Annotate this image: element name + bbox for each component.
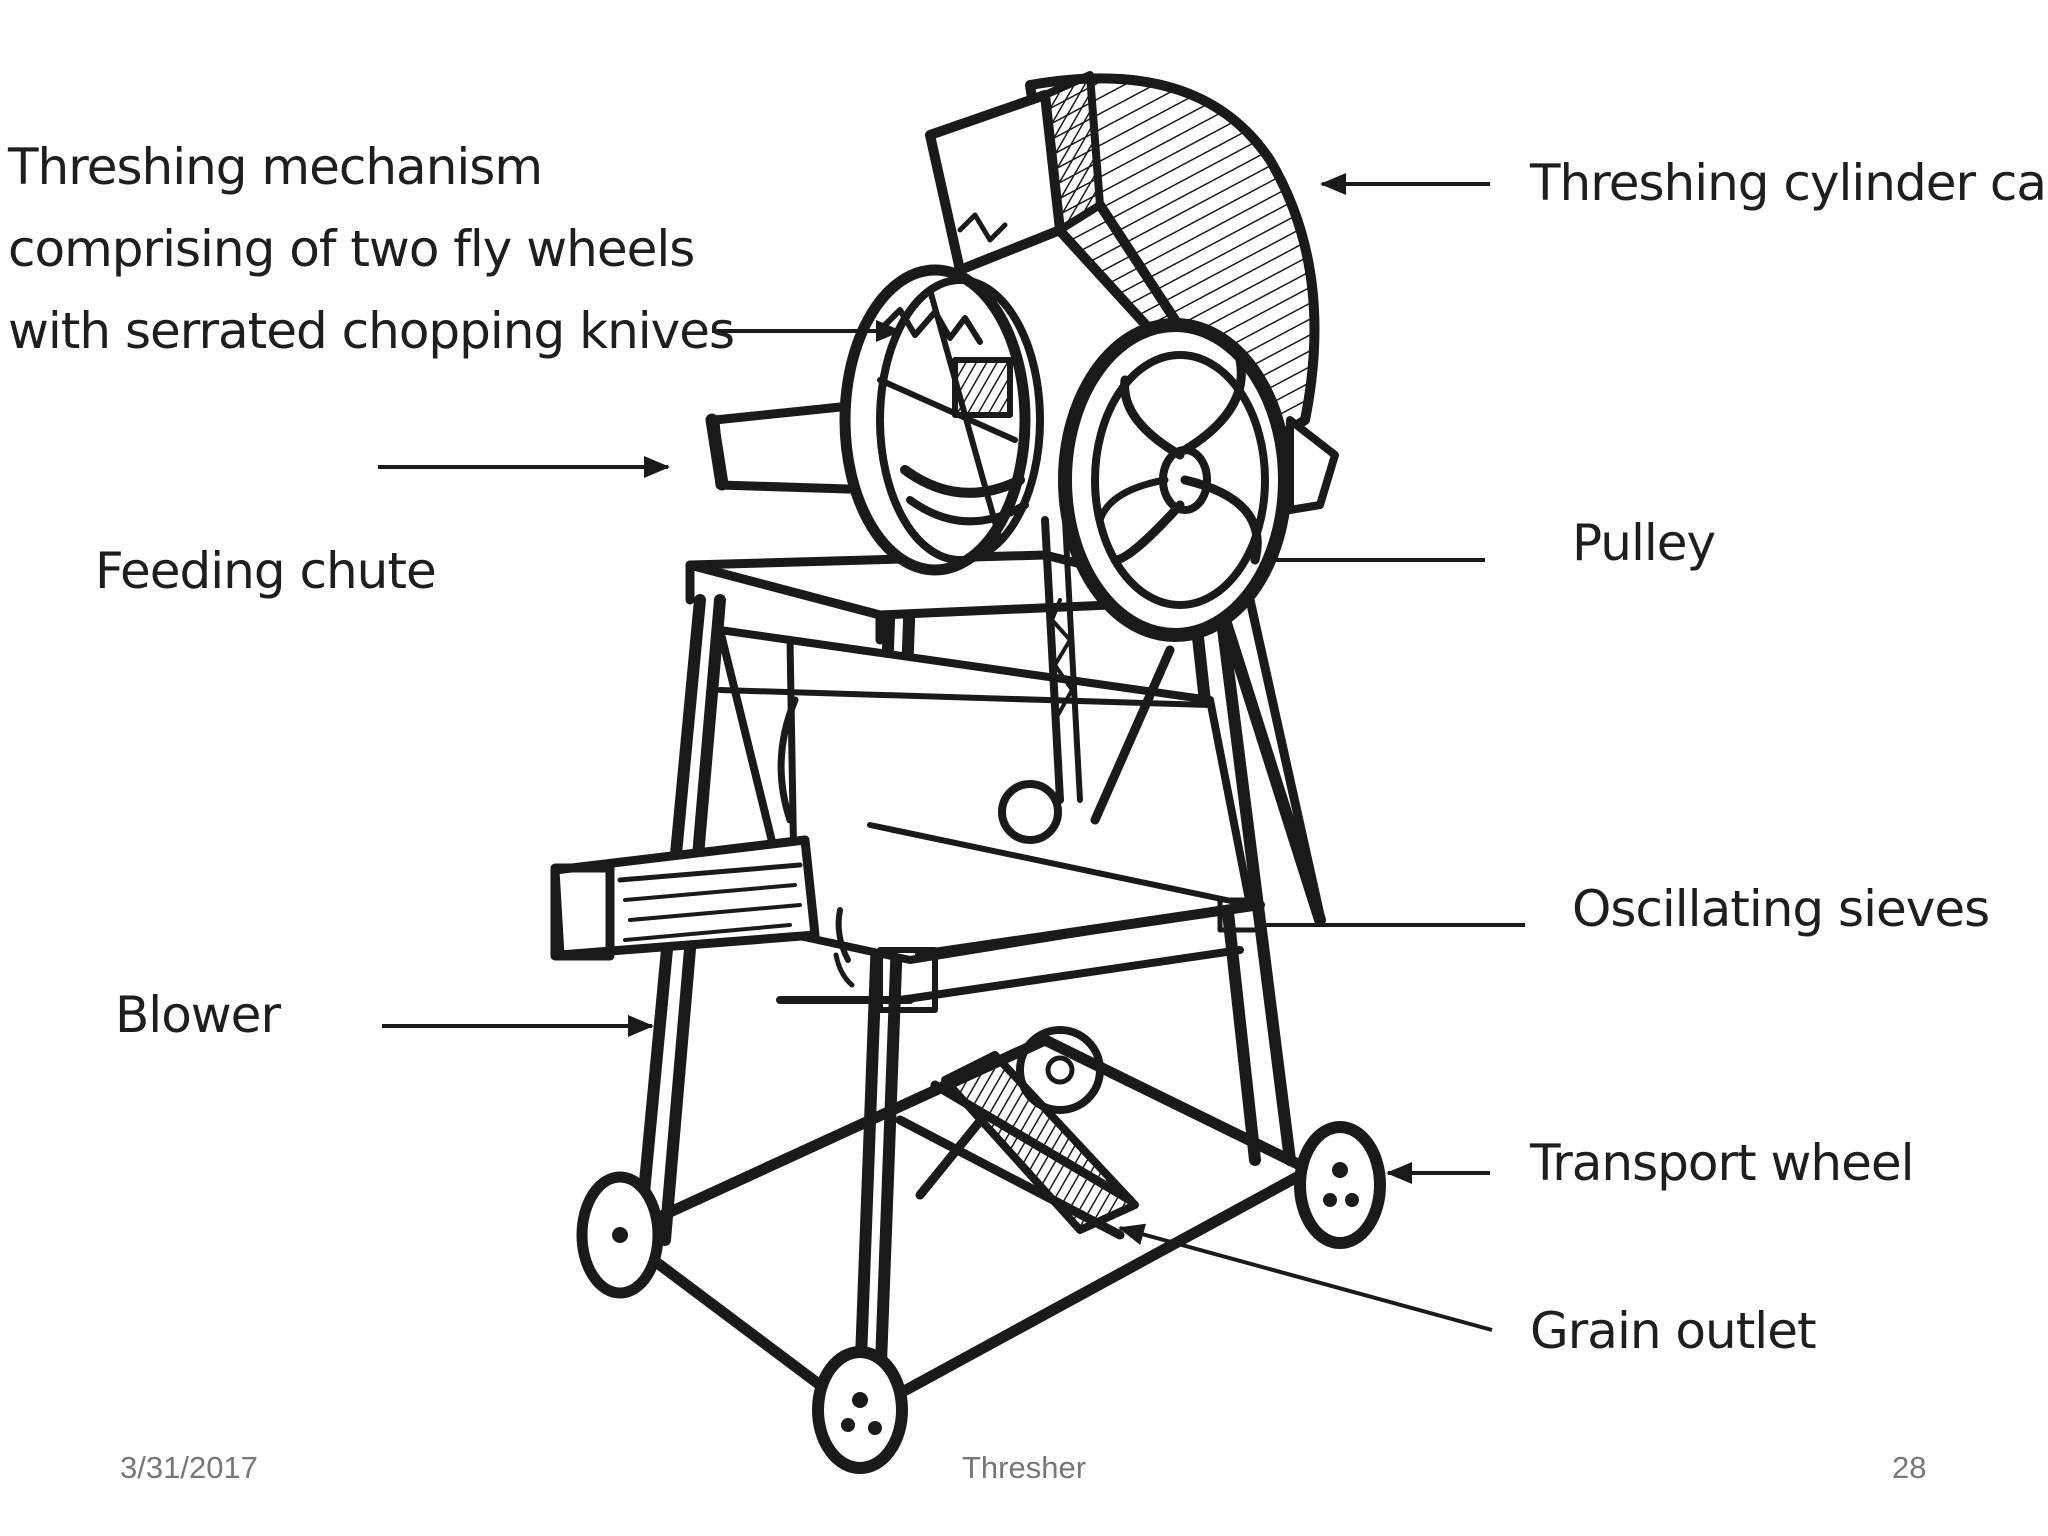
pulley bbox=[1058, 318, 1292, 642]
label-threshing-mechanism: Threshing mechanism comprising of two fl… bbox=[8, 138, 735, 388]
leader-lines bbox=[378, 173, 1525, 1332]
label-threshing-cylinder-casing: Threshing cylinder casing bbox=[1530, 154, 2048, 212]
label-grain-outlet: Grain outlet bbox=[1530, 1302, 1817, 1360]
label-oscillating-sieves: Oscillating sieves bbox=[1572, 880, 1990, 938]
label-threshing-mechanism-line-2: comprising of two fly wheels bbox=[8, 220, 695, 278]
sieve-box bbox=[716, 516, 1265, 1114]
transport-wheels bbox=[576, 1121, 1386, 1474]
grain-outlet-chute bbox=[941, 1051, 1139, 1234]
label-blower: Blower bbox=[115, 986, 281, 1044]
belt bbox=[1090, 595, 1325, 920]
blower bbox=[550, 835, 855, 988]
fly-wheels bbox=[839, 264, 1044, 576]
label-feeding-chute: Feeding chute bbox=[95, 542, 437, 600]
label-transport-wheel: Transport wheel bbox=[1530, 1134, 1915, 1192]
feeding-chute bbox=[705, 400, 885, 495]
label-threshing-mechanism-line-3: with serrated chopping knives bbox=[8, 302, 735, 360]
arrow-grain-outlet bbox=[1118, 1223, 1493, 1332]
footer-title: Thresher bbox=[962, 1450, 1087, 1485]
label-threshing-mechanism-line-1: Threshing mechanism bbox=[8, 138, 543, 196]
label-pulley: Pulley bbox=[1572, 514, 1716, 572]
footer-date: 3/31/2017 bbox=[120, 1450, 258, 1485]
footer-page-number: 28 bbox=[1892, 1450, 1927, 1485]
machine-drawing bbox=[550, 71, 1386, 1474]
